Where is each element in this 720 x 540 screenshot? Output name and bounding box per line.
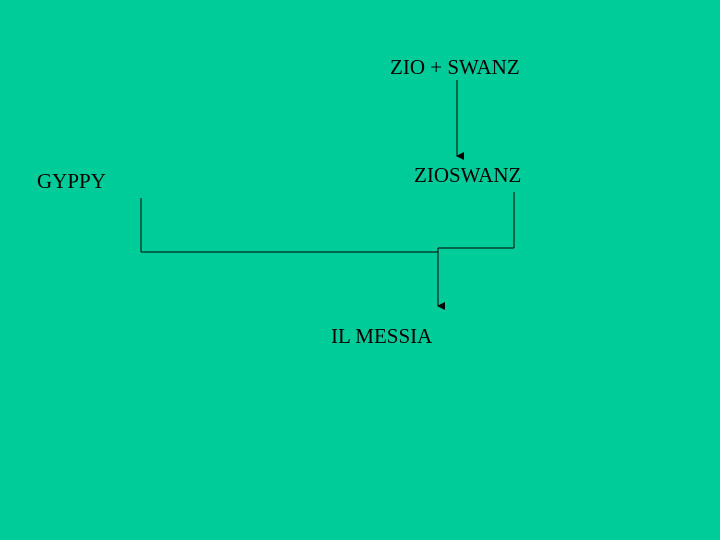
node-gyppy: GYPPY (37, 169, 106, 193)
node-il-messia: IL MESSIA (331, 324, 433, 348)
node-zio-swanz: ZIO + SWANZ (390, 55, 520, 79)
node-zioswanz: ZIOSWANZ (414, 163, 522, 187)
